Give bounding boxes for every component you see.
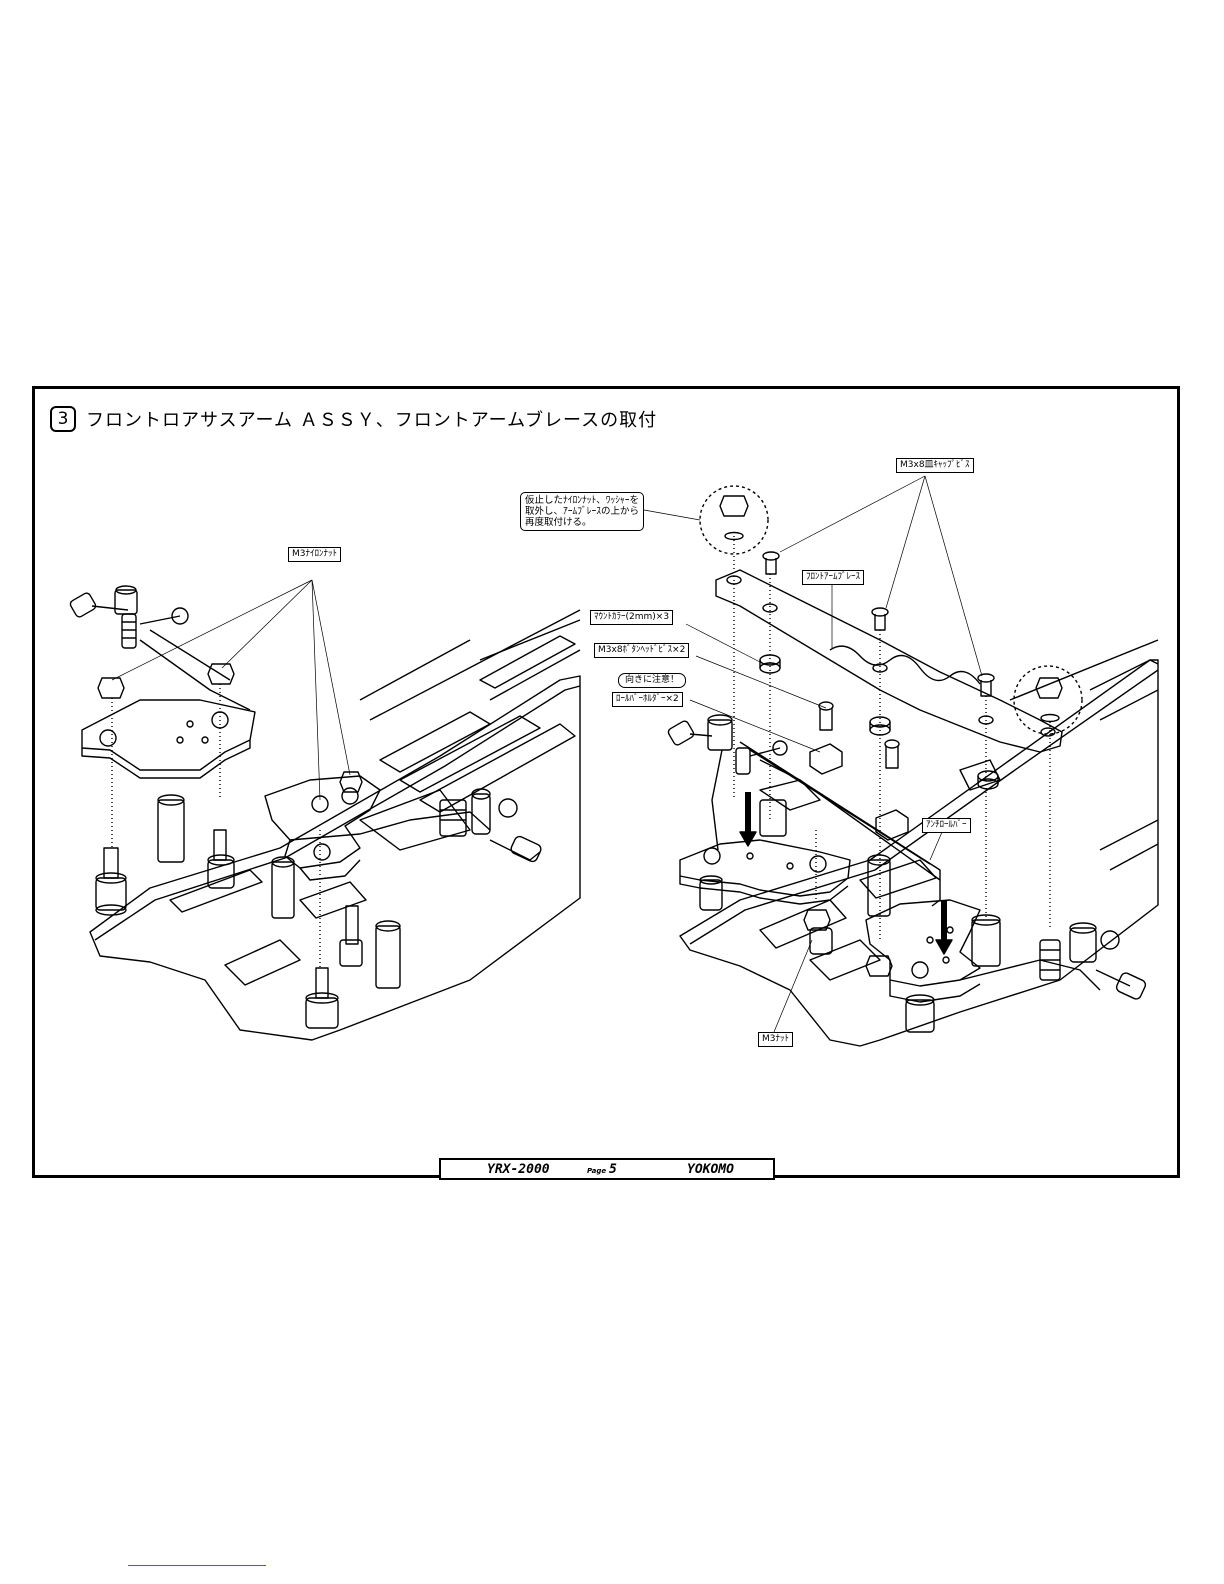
label-orientation-caution: 向きに注意！ bbox=[618, 673, 686, 688]
label-front-arm-brace: ﾌﾛﾝﾄｱｰﾑﾌﾞﾚｰｽ bbox=[802, 570, 864, 585]
footer-page-label: Page bbox=[587, 1167, 606, 1175]
label-m3-nylon-nut: M3ﾅｲﾛﾝﾅｯﾄ bbox=[288, 547, 341, 562]
label-m3-nut: M3ﾅｯﾄ bbox=[758, 1032, 793, 1047]
footer-brand: YOKOMO bbox=[687, 1162, 734, 1177]
footer-title-block: YRX-2000 Page 5 YOKOMO bbox=[439, 1158, 775, 1180]
label-anti-roll-bar: ｱﾝﾁﾛｰﾙﾊﾞｰ bbox=[922, 818, 971, 833]
leader-lines bbox=[112, 476, 982, 1032]
footer-page-number: 5 bbox=[609, 1162, 617, 1177]
note-line-1: 仮止したﾅｲﾛﾝﾅｯﾄ、ﾜｯｼｬｰを bbox=[525, 495, 639, 506]
label-button-head-screw: M3x8ﾎﾞﾀﾝﾍｯﾄﾞﾋﾞｽ×2 bbox=[594, 643, 689, 658]
label-roll-bar-holder: ﾛｰﾙﾊﾞｰﾎﾙﾀﾞｰ×2 bbox=[612, 692, 683, 707]
note-line-2: 取外し、ｱｰﾑﾌﾞﾚｰｽの上から bbox=[525, 506, 639, 517]
right-assembly-illustration bbox=[667, 486, 1158, 1046]
reinstall-note: 仮止したﾅｲﾛﾝﾅｯﾄ、ﾜｯｼｬｰを 取外し、ｱｰﾑﾌﾞﾚｰｽの上から 再度取付… bbox=[520, 492, 644, 531]
label-mount-collar: ﾏｳﾝﾄｶﾗｰ(2mm)×3 bbox=[590, 610, 673, 625]
label-m3-cap-screw: M3x8皿ｷｬｯﾌﾟﾋﾞｽ bbox=[896, 458, 974, 473]
footer-model: YRX-2000 bbox=[487, 1162, 550, 1177]
bottom-link-underline bbox=[128, 1565, 266, 1566]
left-assembly-illustration bbox=[69, 586, 580, 1040]
note-line-3: 再度取付ける。 bbox=[525, 517, 639, 528]
